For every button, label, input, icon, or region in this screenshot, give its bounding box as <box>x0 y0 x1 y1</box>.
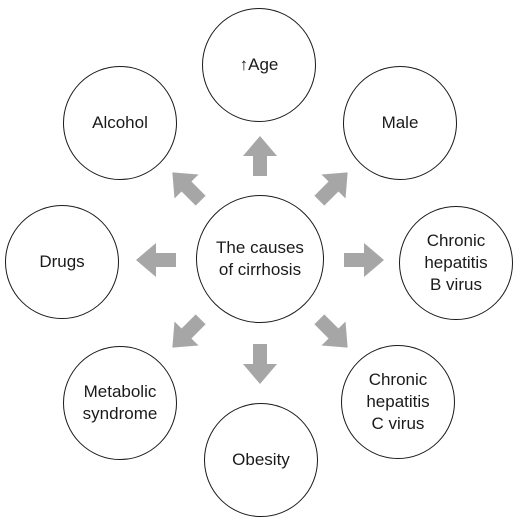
arrow-hcv <box>314 314 348 348</box>
node-chronic-hepatitis-c: Chronic hepatitis C virus <box>341 345 455 459</box>
arrow-metabolic <box>172 314 206 348</box>
node-obesity: Obesity <box>204 403 318 517</box>
node-alcohol: Alcohol <box>63 66 177 180</box>
arrow-age <box>243 136 277 176</box>
arrow-hbv <box>344 243 384 277</box>
center-node: The causes of cirrhosis <box>196 195 324 323</box>
arrow-alcohol <box>172 172 206 206</box>
node-male: Male <box>343 66 457 180</box>
arrow-male <box>314 172 348 206</box>
node-chronic-hepatitis-b: Chronic hepatitis B virus <box>399 206 513 320</box>
arrow-obesity <box>243 344 277 384</box>
node-metabolic-syndrome: Metabolic syndrome <box>63 346 177 460</box>
arrow-drugs <box>136 243 176 277</box>
node-drugs: Drugs <box>5 205 119 319</box>
node-age: ↑Age <box>202 8 316 122</box>
